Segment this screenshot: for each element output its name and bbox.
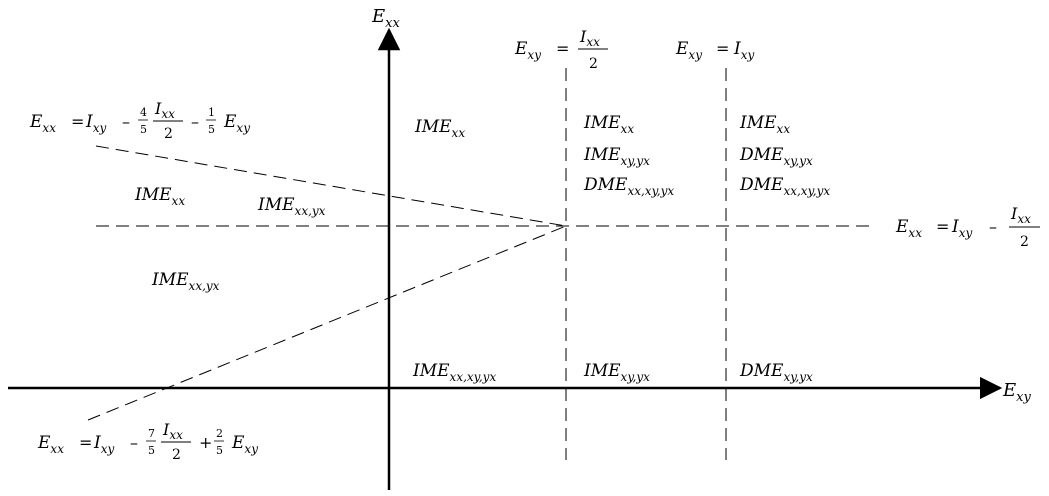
svg-text:2: 2 (164, 126, 173, 142)
region-label-q1-top-3-line2: DMExy,yx (739, 145, 813, 168)
region-label-q1-top-2-line1: IMExx (583, 113, 634, 136)
region-label-left-lower: IMExx,yx (151, 270, 220, 293)
lower-sloped-boundary (87, 225, 567, 421)
svg-text:5: 5 (208, 123, 215, 136)
svg-text:–: – (191, 112, 199, 131)
svg-text:7: 7 (148, 427, 155, 440)
svg-text:2: 2 (172, 447, 181, 463)
svg-text:4: 4 (140, 106, 147, 119)
svg-text:5: 5 (140, 123, 147, 136)
region-labels: IMExx IMExx,yx IMExx,yx IMExx IMExx,xy,y… (134, 113, 830, 384)
svg-text:Exx: Exx (29, 112, 56, 135)
horizontal-boundary-label: Exx = Ixy – Ixx 2 (895, 204, 1040, 250)
svg-text:5: 5 (216, 444, 223, 457)
svg-text:–: – (989, 217, 997, 236)
svg-text:=: = (71, 112, 84, 131)
lower-sloped-boundary-label: Exx = Ixy – 7 5 Ixx 2 + 2 5 Exy (37, 420, 258, 463)
svg-text:Exy: Exy (514, 39, 541, 62)
svg-text:5: 5 (148, 444, 155, 457)
svg-text:Ixx: Ixx (579, 27, 600, 49)
y-axis-label: Exx (371, 6, 400, 31)
svg-text:+: + (199, 433, 212, 452)
svg-text:Ixx: Ixx (1010, 204, 1031, 226)
svg-text:–: – (122, 112, 130, 131)
region-label-q1-top-3-line1: IMExx (739, 113, 790, 136)
svg-text:Ixy: Ixy (93, 433, 114, 456)
svg-text:Ixy: Ixy (85, 112, 106, 135)
svg-text:=: = (556, 39, 569, 58)
svg-text:–: – (130, 433, 138, 452)
svg-text:=: = (716, 39, 729, 58)
svg-text:2: 2 (589, 56, 598, 72)
svg-text:=: = (79, 433, 92, 452)
svg-text:Exy: Exy (231, 433, 258, 456)
svg-text:1: 1 (208, 106, 215, 119)
svg-text:Exy: Exy (675, 39, 702, 62)
region-label-q1-top-1: IMExx (414, 117, 465, 140)
svg-text:2: 2 (216, 427, 223, 440)
region-label-q1-top-2-line2: IMExy,yx (583, 145, 650, 168)
svg-text:Ixy: Ixy (733, 39, 754, 62)
region-label-q1-bottom-2: IMExy,yx (583, 361, 650, 384)
vertical-boundary-1-label: Exy = Ixx 2 (514, 27, 608, 72)
svg-text:Exx: Exx (37, 433, 64, 456)
region-label-left-middle: IMExx,yx (257, 195, 326, 218)
x-axis-label: Exy (1002, 380, 1031, 405)
region-label-left-upper: IMExx (134, 185, 185, 208)
svg-text:Ixx: Ixx (162, 420, 183, 442)
region-label-q1-top-2-line3: DMExx,xy,yx (583, 175, 674, 198)
svg-text:=: = (936, 217, 949, 236)
region-label-q1-top-3-line3: DMExx,xy,yx (739, 175, 830, 198)
svg-text:2: 2 (1020, 234, 1029, 250)
svg-text:Exx: Exx (895, 217, 922, 240)
svg-text:Ixy: Ixy (951, 217, 972, 240)
region-label-q1-bottom-3: DMExy,yx (739, 361, 813, 384)
vertical-boundary-2-label: Exy = Ixy (675, 39, 754, 62)
svg-text:Exy: Exy (223, 112, 250, 135)
svg-text:Ixx: Ixx (154, 99, 175, 121)
upper-sloped-boundary-label: Exx = Ixy – 4 5 Ixx 2 – 1 5 Exy (29, 99, 250, 142)
region-label-q1-bottom-1: IMExx,xy,yx (412, 361, 496, 384)
